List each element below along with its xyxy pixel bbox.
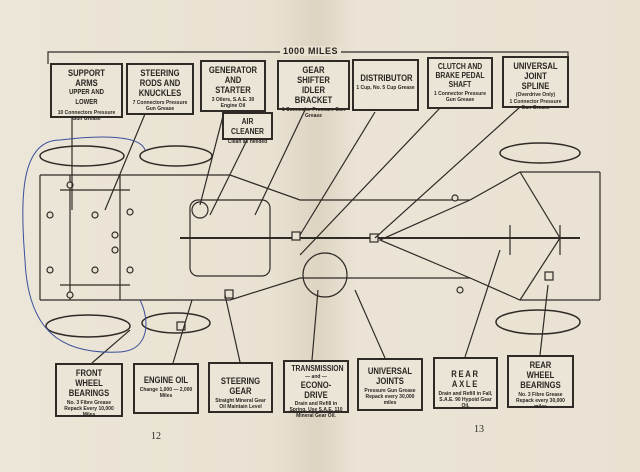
box-note: (Overdrive Only) xyxy=(515,92,556,98)
box-title: ENGINE OIL xyxy=(143,375,189,385)
box-title: STEERING GEAR xyxy=(220,376,261,396)
box-detail: Change 1,000 — 2,000 Miles xyxy=(139,387,193,399)
box-title: REAR WHEEL BEARINGS xyxy=(520,360,561,390)
box-distributor: DISTRIBUTOR 1 Cup, No. 5 Cup Grease xyxy=(352,59,419,111)
box-steering-rods: STEERING RODS AND KNUCKLES 7 Connectors … xyxy=(126,63,194,115)
box-detail: 3 Oilers, S.A.E. 30 Engine Oil xyxy=(211,97,255,109)
box-detail: Drain and Refill in Fall, S.A.E. 90 Hypo… xyxy=(438,391,493,409)
box-detail: 1 Connector Pressure Gun Grease xyxy=(434,91,486,103)
box-title: FRONT WHEEL BEARINGS xyxy=(68,368,110,398)
box-title: REAR AXLE xyxy=(451,369,480,389)
box-universal-joints: UNIVERSAL JOINTS Pressure Gun Grease Rep… xyxy=(357,358,423,411)
box-detail: No. 3 Fibre Grease Repack Every 10,000 M… xyxy=(64,400,114,418)
leader-lines xyxy=(71,106,549,364)
box-detail: No. 3 Fibre Grease Repack every 30,000 m… xyxy=(516,392,565,410)
box-rear-wheel-bearings: REAR WHEEL BEARINGS No. 3 Fibre Grease R… xyxy=(507,355,574,410)
box-detail: 1 Cup, No. 5 Cup Grease xyxy=(356,85,415,91)
box-title: SUPPORT ARMS xyxy=(67,68,105,88)
box-detail: 1 Connector Pressure Gun Grease xyxy=(509,99,562,111)
box-subtitle: — and — xyxy=(305,374,327,380)
box-title: STEERING RODS AND KNUCKLES xyxy=(138,68,182,98)
box-transmission: TRANSMISSION — and — ECONO-DRIVE Drain a… xyxy=(283,360,349,419)
box-subtitle: UPPER AND LOWER xyxy=(69,89,104,106)
interval-label: 1000 MILES xyxy=(280,46,342,56)
page-number-right: 13 xyxy=(474,424,484,435)
box-detail: Drain and Refill in Spring. Use S.A.E. 1… xyxy=(289,401,343,419)
box-detail: Pressure Gun Grease Repack every 30,000 … xyxy=(364,388,416,406)
box-generator: GENERATOR AND STARTER 3 Oilers, S.A.E. 3… xyxy=(200,60,266,112)
box-title: GEAR SHIFTER IDLER BRACKET xyxy=(294,65,333,105)
front-right-wheel xyxy=(45,314,131,338)
box-air-cleaner: AIR CLEANER Clean as needed xyxy=(222,112,273,145)
box-title: UNIVERSAL JOINT SPLINE xyxy=(513,61,558,91)
box-detail: 7 Connectors Pressure Gun Grease xyxy=(132,100,188,112)
box-detail: 1 Connector Pressure Gun Grease xyxy=(281,107,346,119)
box-title: DISTRIBUTOR xyxy=(360,73,413,83)
box-gear-shifter: GEAR SHIFTER IDLER BRACKET 1 Connector P… xyxy=(277,60,350,119)
front-left-wheel xyxy=(39,145,125,167)
box-clutch-brake: CLUTCH AND BRAKE PEDAL SHAFT 1 Connector… xyxy=(427,57,493,109)
box-steering-gear: STEERING GEAR Straight Mineral Gear Oil … xyxy=(208,362,273,413)
box-title: GENERATOR AND STARTER xyxy=(208,65,258,95)
box-universal-joint-spline: UNIVERSAL JOINT SPLINE (Overdrive Only) … xyxy=(502,56,569,111)
box-title: TRANSMISSION xyxy=(291,364,344,373)
box-title: AIR CLEANER xyxy=(231,117,264,136)
wheels xyxy=(39,142,581,338)
box-engine-oil: ENGINE OIL Change 1,000 — 2,000 Miles xyxy=(133,363,199,414)
box-support-arms: SUPPORT ARMS UPPER AND LOWER 10 Connecto… xyxy=(50,63,123,122)
box-front-wheel-bearings: FRONT WHEEL BEARINGS No. 3 Fibre Grease … xyxy=(55,363,123,418)
pen-circle-annotation xyxy=(22,136,147,353)
rear-right-wheel xyxy=(495,309,581,335)
rear-left-wheel xyxy=(499,142,581,164)
box-detail: 10 Connectors Pressure Gun Grease xyxy=(57,110,116,122)
box-rear-axle: REAR AXLE Drain and Refill in Fall, S.A.… xyxy=(433,357,498,409)
box-title: UNIVERSAL JOINTS xyxy=(367,366,413,386)
page-number-left: 12 xyxy=(151,431,161,442)
box-title: CLUTCH AND BRAKE PEDAL SHAFT xyxy=(435,62,485,89)
box-detail: Straight Mineral Gear Oil Maintain Level xyxy=(215,398,266,410)
box-title-2: ECONO-DRIVE xyxy=(300,380,332,400)
frame xyxy=(39,171,601,301)
box-detail: Clean as needed xyxy=(227,139,268,145)
